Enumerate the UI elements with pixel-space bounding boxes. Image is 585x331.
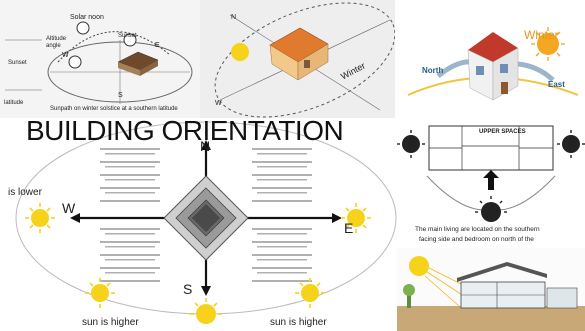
winter-label: Winter bbox=[524, 28, 559, 42]
sun-icon bbox=[231, 43, 249, 61]
compass-s-label: S bbox=[118, 92, 123, 99]
compass-n-label: N bbox=[200, 138, 211, 154]
upper-spaces-label: UPPER SPACES bbox=[479, 129, 526, 135]
dark-sun-icon-bottom bbox=[475, 196, 507, 222]
page-title: BUILDING ORIENTATION bbox=[26, 115, 344, 146]
isometric-house-diagram bbox=[214, 2, 395, 118]
building-section-diagram bbox=[397, 256, 585, 331]
quality-notes bbox=[100, 148, 312, 282]
sunset-label: Sunset bbox=[118, 33, 137, 39]
building-section-panel bbox=[397, 248, 585, 331]
latitude-label: latitude bbox=[4, 100, 24, 106]
compass-e-label: E bbox=[344, 220, 354, 236]
building-plan-compass bbox=[163, 175, 249, 261]
dark-sun-icon-right bbox=[557, 130, 585, 158]
compass-w-label: W bbox=[215, 100, 222, 107]
is-lower-label: is lower bbox=[8, 187, 42, 198]
compass-n-label: N bbox=[231, 14, 237, 21]
upper-caption-line2: facing side and bedroom on north of the bbox=[419, 236, 534, 243]
altitude-angle-label: Altitude angle bbox=[46, 36, 67, 49]
sun-is-higher-left-label: sun is higher bbox=[82, 317, 139, 328]
sun-icon-east bbox=[341, 203, 371, 233]
dark-sun-icon-left bbox=[397, 130, 425, 158]
sunset-left-label: Sunset bbox=[8, 60, 27, 66]
west-arrowhead bbox=[70, 213, 80, 223]
sun-icon-southeast bbox=[295, 278, 325, 308]
sun-icon-west bbox=[25, 203, 55, 233]
compass-w-label: W bbox=[62, 200, 76, 216]
solar-noon-label: Solar noon bbox=[70, 14, 104, 21]
south-arrowhead bbox=[201, 286, 211, 296]
sunpath-diagram bbox=[5, 21, 193, 104]
north-east-house-diagram bbox=[407, 27, 579, 101]
compass-e-label: E bbox=[155, 42, 160, 49]
east-arrowhead bbox=[332, 213, 342, 223]
sun-icon-southwest bbox=[85, 278, 115, 308]
orientation-diagram bbox=[15, 121, 397, 324]
winter-isometric-panel: N W Winter bbox=[200, 0, 395, 118]
sun-is-higher-right-label: sun is higher bbox=[270, 317, 327, 328]
east-label: East bbox=[548, 80, 565, 89]
sunpath-diagram-panel: Solar noon Sunset Sunset Altitude angle … bbox=[0, 0, 200, 118]
north-east-panel: Winter North East bbox=[398, 0, 585, 118]
north-arrowhead bbox=[201, 140, 211, 150]
building-orientation-panel: N S W E is lower sun is higher sun is hi… bbox=[0, 118, 397, 331]
upper-spaces-panel: UPPER SPACES The main living are located… bbox=[397, 118, 585, 248]
sunpath-caption: Sunpath on winter solstice at a southern… bbox=[50, 106, 178, 112]
north-label: North bbox=[422, 66, 444, 75]
compass-w-label: W bbox=[62, 52, 69, 59]
upper-spaces-diagram bbox=[397, 125, 585, 222]
upper-caption-line1: The main living are located on the south… bbox=[415, 226, 540, 233]
compass-s-label: S bbox=[183, 281, 193, 297]
sun-icon-south bbox=[190, 298, 222, 324]
